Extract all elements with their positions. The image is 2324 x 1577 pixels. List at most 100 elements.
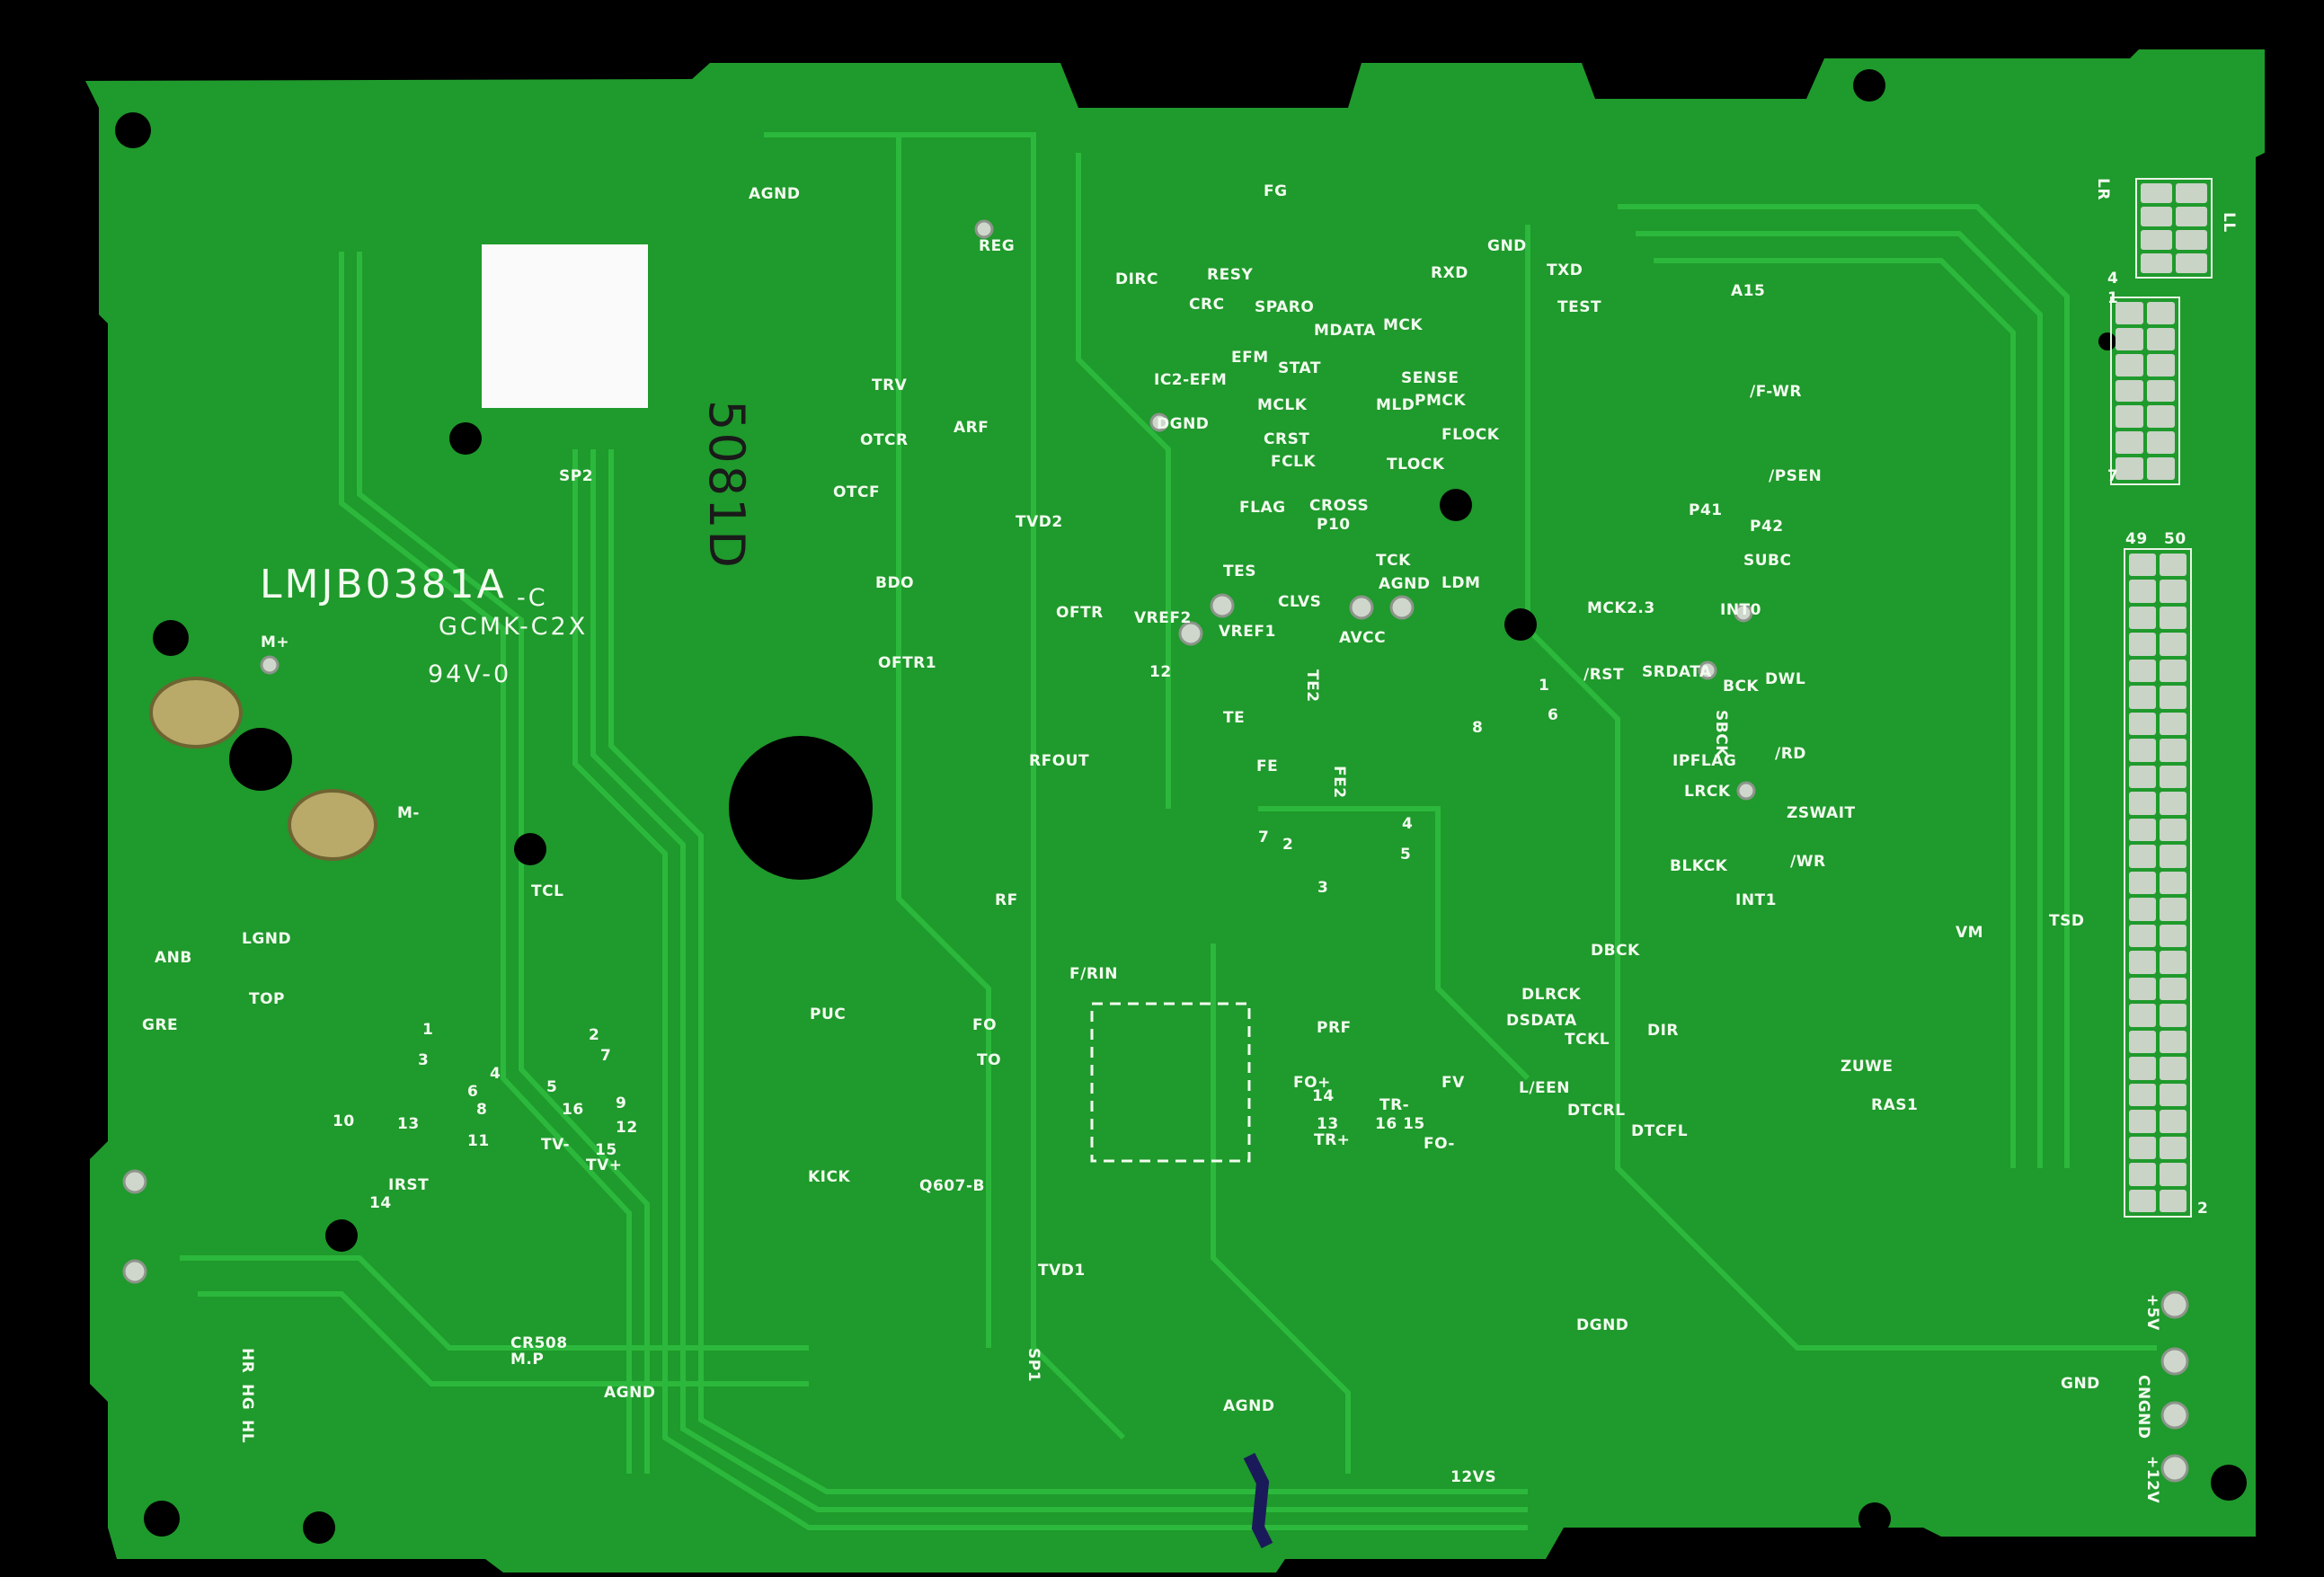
silkscreen-label: +12V xyxy=(2143,1456,2161,1504)
silkscreen-label: 11 xyxy=(467,1132,490,1150)
silkscreen-label: CROSS xyxy=(1309,497,1370,515)
header-pin xyxy=(2129,1030,2156,1054)
silkscreen-label: /RST xyxy=(1583,666,1625,684)
silkscreen-label: SP2 xyxy=(559,467,594,485)
ic-outline xyxy=(1090,1002,1251,1163)
copper-traces xyxy=(180,132,2157,1530)
silkscreen-label: SPARO xyxy=(1255,298,1315,316)
silkscreen-label: HL xyxy=(238,1420,256,1444)
silkscreen-label: 12 xyxy=(1149,663,1172,681)
header-pin xyxy=(2129,1163,2156,1186)
board-revision: -C xyxy=(517,584,548,612)
silkscreen-label: FO+ xyxy=(1293,1074,1331,1092)
silkscreen-label: PRF xyxy=(1317,1019,1352,1037)
silkscreen-label: AVCC xyxy=(1339,629,1387,647)
silkscreen-label: 7 xyxy=(2107,467,2119,485)
spindle-hole xyxy=(729,736,873,880)
silkscreen-label: OTCR xyxy=(860,431,909,449)
silkscreen-label: 2 xyxy=(2197,1200,2209,1218)
silkscreen-label: LL xyxy=(2220,212,2238,233)
silkscreen-label: L/EEN xyxy=(1519,1079,1570,1097)
header-pin xyxy=(2129,1136,2156,1160)
header-pin xyxy=(2129,951,2156,974)
silkscreen-label: TO xyxy=(977,1051,1002,1069)
silkscreen-label: 12VS xyxy=(1450,1468,1497,1486)
header-pin xyxy=(2160,792,2187,815)
silkscreen-label: 1 xyxy=(422,1021,434,1039)
header-pin xyxy=(2160,845,2187,868)
header-pin xyxy=(2160,1136,2187,1160)
silkscreen-label: FLAG xyxy=(1239,499,1286,517)
silkscreen-label: OFTR1 xyxy=(878,654,937,672)
silkscreen-label: P42 xyxy=(1750,518,1784,536)
silkscreen-label: 49 xyxy=(2125,530,2148,548)
silkscreen-label: SP1 xyxy=(1025,1348,1042,1383)
silkscreen-label: ZSWAIT xyxy=(1787,804,1856,822)
silkscreen-label: 50 xyxy=(2164,530,2187,548)
silkscreen-label: SBCK xyxy=(1712,710,1730,757)
silkscreen-label: TCL xyxy=(531,882,564,900)
silkscreen-label: /WR xyxy=(1790,853,1826,871)
header-pin xyxy=(2160,1189,2187,1212)
silkscreen-label: 4 xyxy=(2107,270,2119,288)
silkscreen-label: TES xyxy=(1223,563,1256,580)
header-pin xyxy=(2129,659,2156,683)
silkscreen-label: PUC xyxy=(810,1006,847,1023)
silkscreen-label: EFM xyxy=(1231,349,1269,367)
silkscreen-label: +5V xyxy=(2143,1294,2161,1331)
silkscreen-label: P10 xyxy=(1317,516,1351,534)
header-pin xyxy=(2129,606,2156,630)
silkscreen-label: M.P xyxy=(510,1351,545,1369)
silkscreen-label: TOP xyxy=(249,990,286,1008)
header-pin xyxy=(2129,633,2156,656)
silkscreen-label: DIR xyxy=(1647,1022,1680,1040)
silkscreen-label: INT0 xyxy=(1720,601,1761,619)
header-pin xyxy=(2160,554,2187,577)
header-pin xyxy=(2129,1004,2156,1027)
silkscreen-label: TXD xyxy=(1547,261,1583,279)
silkscreen-label: BDO xyxy=(875,574,915,592)
header-pin xyxy=(2160,659,2187,683)
silkscreen-label: CRC xyxy=(1189,296,1225,314)
header-pin xyxy=(2160,818,2187,842)
silkscreen-label: 8 xyxy=(476,1101,488,1119)
silkscreen-label: 16 15 xyxy=(1375,1115,1425,1133)
silkscreen-label: 9 xyxy=(616,1094,627,1112)
silkscreen-label: 1 xyxy=(2107,289,2119,307)
silkscreen-label: CNGND xyxy=(2134,1375,2152,1440)
silkscreen-label: TV- xyxy=(541,1136,571,1154)
white-label-sticker xyxy=(482,244,648,408)
silkscreen-label: TEST xyxy=(1557,298,1602,316)
silkscreen-label: CR508 xyxy=(510,1334,568,1352)
silkscreen-label: 3 xyxy=(1317,879,1329,897)
header-pin xyxy=(2160,739,2187,762)
silkscreen-label: Q607-B xyxy=(919,1177,985,1195)
silkscreen-label: M- xyxy=(397,804,420,822)
silkscreen-label: TE2 xyxy=(1303,669,1321,703)
silkscreen-label: 13 xyxy=(397,1115,420,1133)
silkscreen-label: 4 xyxy=(1402,815,1414,833)
silkscreen-label: TRV xyxy=(872,377,908,394)
silkscreen-label: HR xyxy=(238,1348,256,1374)
silkscreen-label: VREF1 xyxy=(1219,623,1276,641)
silkscreen-label: DGND xyxy=(1157,415,1210,433)
solder-pads xyxy=(122,219,2189,1483)
header-pin xyxy=(2160,1030,2187,1054)
silkscreen-label: SENSE xyxy=(1401,369,1459,387)
silkscreen-label: GRE xyxy=(142,1016,179,1034)
header-pin xyxy=(2129,712,2156,736)
header-pin xyxy=(2160,898,2187,921)
header-pin xyxy=(2129,871,2156,895)
silkscreen-label: SUBC xyxy=(1743,552,1792,570)
silkscreen-label: VREF2 xyxy=(1134,609,1192,627)
silkscreen-label: AGND xyxy=(1223,1397,1275,1415)
silkscreen-label: HG xyxy=(238,1384,256,1411)
mounting-holes xyxy=(115,69,2247,1544)
silkscreen-label: TR- xyxy=(1379,1096,1410,1114)
silkscreen-label: /RD xyxy=(1775,745,1806,763)
silkscreen-label: OFTR xyxy=(1056,604,1104,622)
silkscreen-label: RFOUT xyxy=(1029,752,1090,770)
silkscreen-label: 12 xyxy=(616,1119,638,1137)
silkscreen-label: DSDATA xyxy=(1506,1012,1577,1030)
